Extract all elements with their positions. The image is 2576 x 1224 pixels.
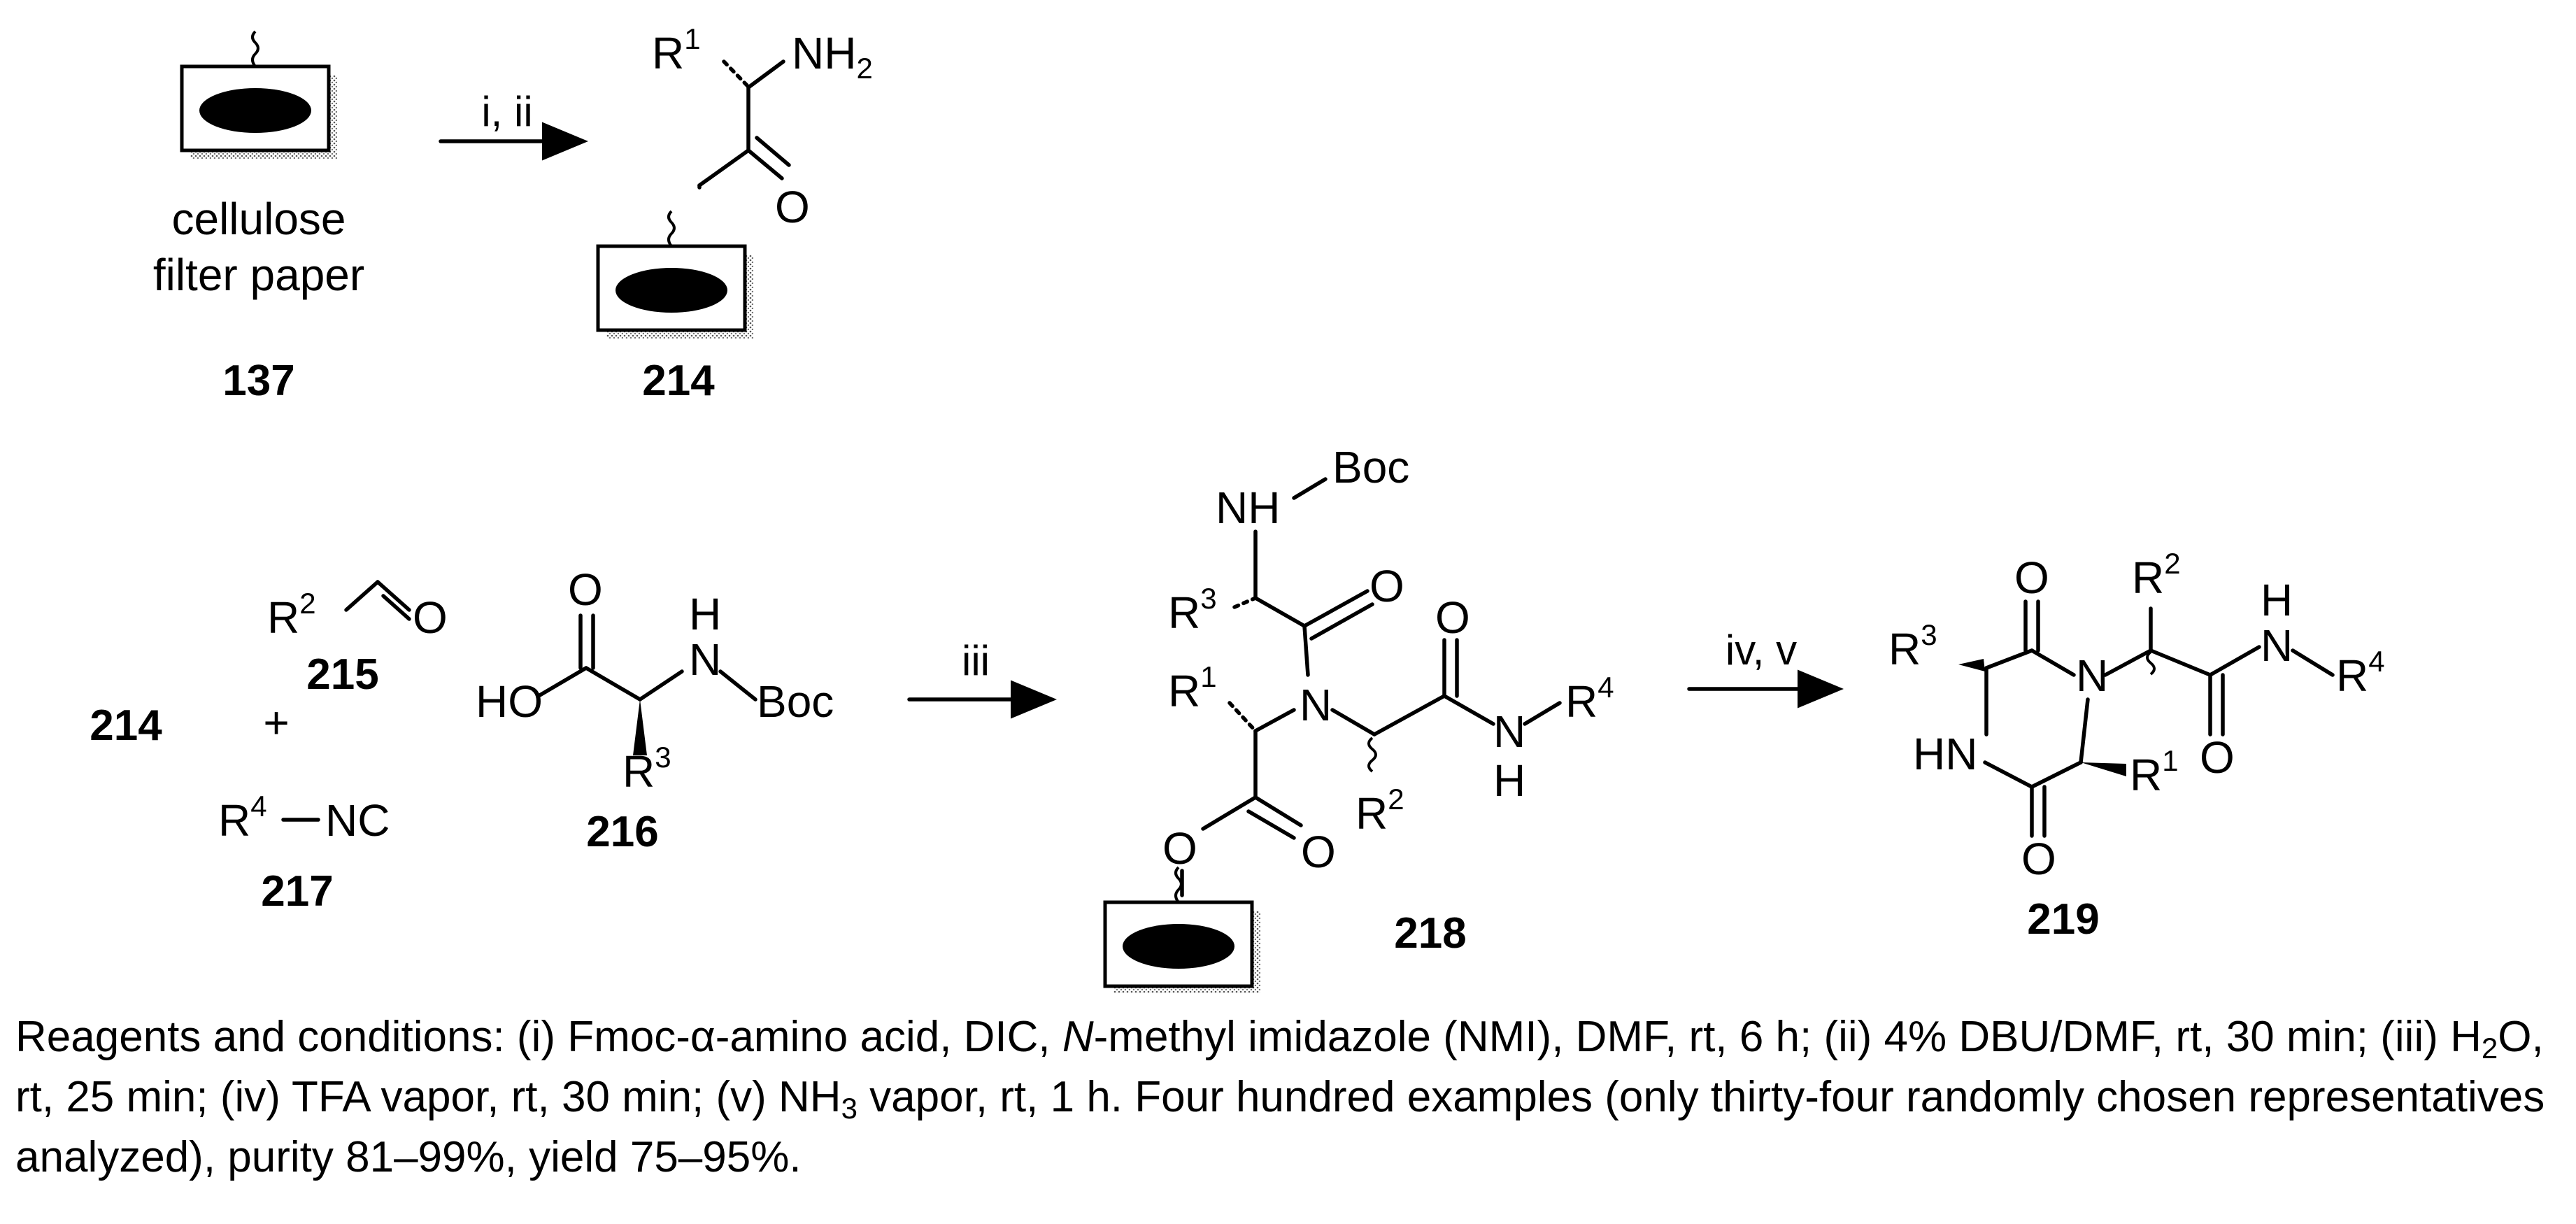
r2-label: R2	[2132, 547, 2181, 603]
caption-text: Reagents and conditions: (i) Fmoc-α-amin…	[15, 1013, 1062, 1061]
oxygen-label: O	[2021, 834, 2056, 884]
arrow-2-conditions: iii	[962, 637, 990, 684]
oxygen-label: O	[2200, 732, 2235, 783]
compound-137: cellulose filter paper 137	[153, 31, 364, 405]
compound-214: R1 NH2 O 214	[598, 22, 873, 405]
r1-label: R1	[1168, 660, 1217, 716]
h-label: H	[1493, 755, 1525, 806]
h-label: H	[2261, 575, 2293, 625]
compound-216: O HO H N Boc R3 216	[476, 564, 834, 856]
n-label: N	[689, 634, 721, 685]
r2-label: R2	[267, 587, 316, 643]
n-label: N	[2261, 620, 2293, 671]
compound-number-217: 217	[261, 867, 333, 916]
compound-217: R4 NC 217	[218, 790, 390, 916]
r4-label: R4	[1565, 671, 1614, 727]
oxygen-label: O	[775, 182, 810, 232]
solid-support-icon	[182, 31, 337, 159]
nc-label: NC	[325, 795, 390, 846]
n-label: N	[1493, 706, 1525, 757]
r3-label: R3	[622, 741, 671, 797]
boc-label: Boc	[1332, 442, 1409, 492]
cellulose-label-line1: cellulose	[171, 194, 346, 244]
compound-number-216: 216	[586, 808, 658, 856]
r4-label: R4	[2336, 645, 2385, 701]
caption-text: O, rt, 25 min; (iv) TFA vapor, rt, 30 mi…	[15, 1013, 2544, 1121]
nh-label: NH	[1216, 483, 1280, 533]
r4-isocyanide-label: R4	[218, 790, 267, 846]
r3-label: R3	[1168, 582, 1217, 638]
n-label: N	[2076, 650, 2108, 701]
caption-text: -methyl imidazole (NMI), DMF, rt, 6 h; (…	[1093, 1013, 2482, 1061]
compound-number-218: 218	[1394, 909, 1466, 958]
oxygen-label: O	[1369, 561, 1404, 611]
n-label: N	[1300, 680, 1332, 730]
caption-subscript: 2	[2481, 1032, 2498, 1065]
compound-number-215: 215	[306, 650, 378, 699]
r1-label: R1	[2130, 744, 2179, 800]
solid-support-icon	[598, 211, 753, 339]
caption-text: vapor, rt, 1 h. Four hundred examples (o…	[15, 1073, 2545, 1181]
ho-label: HO	[476, 676, 543, 727]
compound-number-214: 214	[642, 357, 715, 405]
reaction-scheme: cellulose filter paper 137 i, ii R1 NH2 …	[90, 22, 2385, 993]
caption-italic-n: N	[1062, 1013, 1094, 1061]
reaction-arrow-3: iv, v	[1687, 627, 1844, 709]
boc-label: Boc	[757, 676, 834, 727]
compound-number-137: 137	[222, 357, 294, 405]
plus-sign: +	[263, 697, 289, 748]
nh2-label: NH2	[792, 28, 873, 85]
cellulose-label-line2: filter paper	[153, 250, 364, 300]
oxygen-label: O	[1435, 592, 1470, 643]
caption-subscript: 3	[841, 1092, 858, 1125]
oxygen-label: O	[1162, 823, 1197, 874]
oxygen-label: O	[568, 564, 603, 615]
oxygen-label: O	[413, 592, 448, 643]
compound-number-219: 219	[2027, 895, 2099, 944]
oxygen-label: O	[2014, 553, 2049, 603]
reaction-arrow-2: iii	[907, 637, 1057, 719]
reagents-caption: Reagents and conditions: (i) Fmoc-α-amin…	[15, 1007, 2561, 1188]
arrow-3-conditions: iv, v	[1725, 627, 1797, 674]
compound-218: NH Boc R3 O N R1 O O R2 O N H R4 218	[1105, 442, 1614, 993]
reaction-arrow-1: i, ii	[439, 88, 588, 161]
r3-label: R3	[1888, 618, 1937, 674]
r1-label: R1	[652, 22, 701, 78]
oxygen-label: O	[1301, 827, 1336, 877]
compound-219: O R3 N HN O R1 R2 O H N R4 219	[1888, 547, 2385, 944]
h-label: H	[689, 589, 721, 639]
hn-label: HN	[1913, 729, 1977, 779]
r2-label: R2	[1355, 783, 1404, 839]
compound-215: R2 O 215	[267, 580, 448, 699]
compound-number-214-reactant: 214	[90, 702, 162, 750]
arrow-1-conditions: i, ii	[481, 88, 532, 135]
